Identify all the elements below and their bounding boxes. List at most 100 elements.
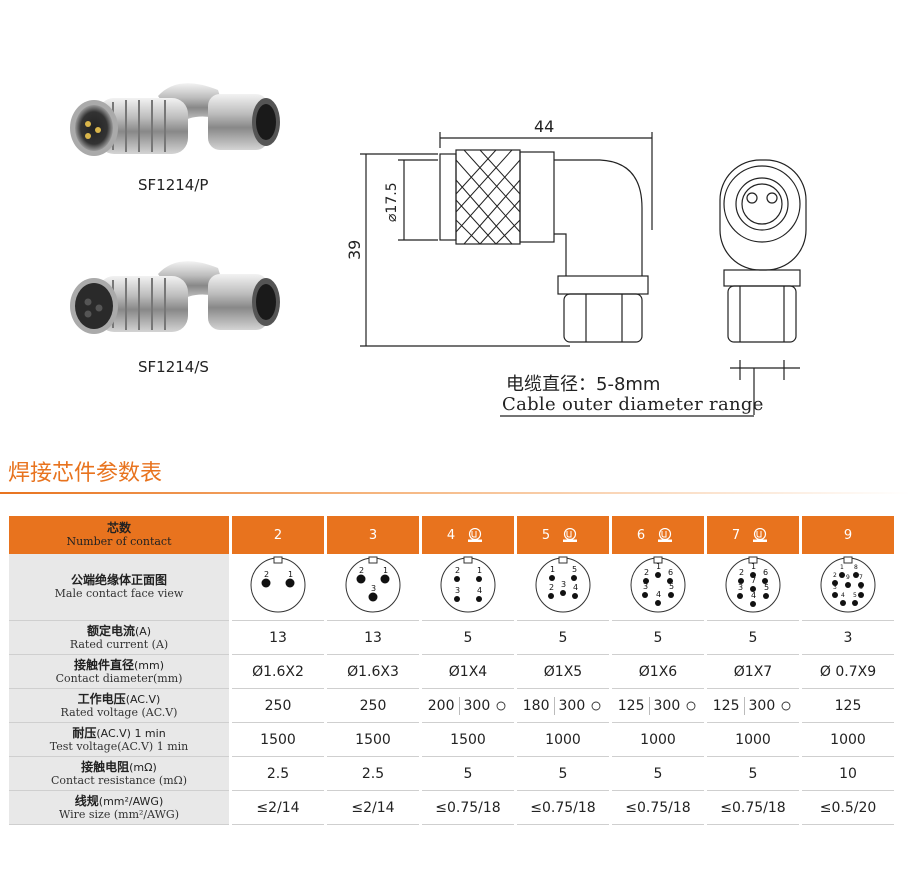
contact-count-header: 6 (612, 516, 704, 554)
cell-value: Ø1X5 (543, 663, 583, 680)
voltage-divider (743, 696, 745, 715)
contact-pin (642, 592, 648, 598)
pin-number: 2 (644, 568, 649, 577)
table-cell: 125 (802, 689, 894, 723)
contact-pin (549, 575, 555, 581)
dim-height: 39 (345, 240, 364, 260)
pin-number: 8 (854, 564, 858, 571)
table-cell: 13 (232, 621, 324, 655)
table-row: 线规(mm²/AWG)Wire size (mm²/AWG) ≤2/14 ≤2/14… (9, 791, 894, 825)
table-cell: 5 (612, 757, 704, 791)
pin-number: 5 (853, 592, 857, 599)
contact-count: 6 (636, 527, 646, 543)
cell-value: ≤0.75/18 (530, 799, 596, 816)
header-label-cn: 芯数 (106, 521, 131, 535)
voltage-ul-value: 300 (463, 697, 491, 714)
contact-count-header: 4 (422, 516, 514, 554)
pin-number: 6 (763, 568, 768, 577)
pin-number: 1 (477, 566, 482, 575)
cable-range-en: Cable outer diameter range (502, 394, 764, 415)
pin-number: 6 (859, 584, 863, 591)
contact-count: 7 (731, 527, 741, 543)
pin-number: 4 (573, 583, 578, 592)
table-cell: Ø 0.7X9 (802, 655, 894, 689)
contact-pin (548, 593, 554, 599)
dim-length: 44 (534, 117, 554, 136)
voltage-value: 125 (617, 697, 645, 714)
cell-value: ≤0.75/18 (720, 799, 786, 816)
cell-value: 5 (463, 629, 473, 646)
voltage-divider (553, 696, 555, 715)
key-notch (843, 556, 853, 564)
contact-pin (858, 592, 864, 598)
product-photo-p (70, 83, 280, 156)
row-label: 工作电压(AC.V)Rated voltage (AC.V) (9, 689, 229, 723)
cell-value: 13 (364, 629, 382, 646)
cell-value: 5 (748, 765, 758, 782)
ul-listed-icon (563, 528, 578, 542)
label-cn-text: 接触件直径 (73, 657, 134, 672)
contact-count: 5 (541, 527, 551, 543)
contact-count-header: 7 (707, 516, 799, 554)
contact-count-header: 5 (517, 516, 609, 554)
table-cell: Ø1.6X2 (232, 655, 324, 689)
ul-listed-icon (468, 528, 483, 542)
row-label-en: Contact resistance (mΩ) (50, 773, 188, 787)
row-label-cn: 公端绝缘体正面图 (9, 574, 229, 587)
contact-pin (750, 601, 756, 607)
pin-number: 3 (738, 583, 743, 592)
cable-range-cn: 电缆直径：5-8mm (506, 374, 661, 395)
table-cell: ≤2/14 (327, 791, 419, 825)
table-cell: 1000 (517, 723, 609, 757)
row-label: 线规(mm²/AWG)Wire size (mm²/AWG) (9, 791, 229, 825)
key-notch (653, 556, 663, 564)
contact-count: 2 (273, 527, 283, 543)
contact-pin (839, 572, 845, 578)
ul-recognized-icon (686, 701, 696, 710)
contact-pin (832, 592, 838, 598)
contact-pin (261, 578, 271, 588)
contact-pin (572, 593, 578, 599)
section-divider (0, 492, 910, 494)
contact-count: 4 (446, 527, 456, 543)
contact-pin (668, 592, 674, 598)
pin-number: 2 (739, 568, 744, 577)
contact-count: 9 (843, 527, 853, 543)
table-cell: 250 (327, 689, 419, 723)
table-cell: 1000 (612, 723, 704, 757)
cell-value: 1500 (260, 731, 296, 748)
ul-recognized-icon (781, 701, 791, 710)
cell-value: 10 (839, 765, 857, 782)
table-cell: 1500 (327, 723, 419, 757)
cell-value: ≤0.75/18 (625, 799, 691, 816)
label-cn-text: 额定电流 (86, 623, 135, 638)
contact-pin (738, 578, 744, 584)
pin-number: 5 (669, 582, 674, 591)
cell-value: 2.5 (361, 765, 385, 782)
cell-value: ≤2/14 (256, 799, 300, 816)
pin-number: 3 (833, 584, 837, 591)
label-cn-text: 接触电阻 (81, 759, 130, 774)
cell-value: 5 (748, 629, 758, 646)
contact-count-header: 3 (327, 516, 419, 554)
pin-number: 9 (846, 574, 850, 581)
key-notch (463, 556, 473, 564)
ul-recognized-icon (496, 701, 506, 710)
table-cell: 1500 (422, 723, 514, 757)
pin-number: 1 (840, 564, 844, 571)
contact-pin (655, 600, 661, 606)
cell-value: 1000 (830, 731, 866, 748)
pin-number: 3 (455, 586, 460, 595)
row-label-en: Test voltage(AC.V) 1 min (49, 739, 189, 753)
contact-pin (667, 578, 673, 584)
cell-value: Ø1X4 (448, 663, 488, 680)
